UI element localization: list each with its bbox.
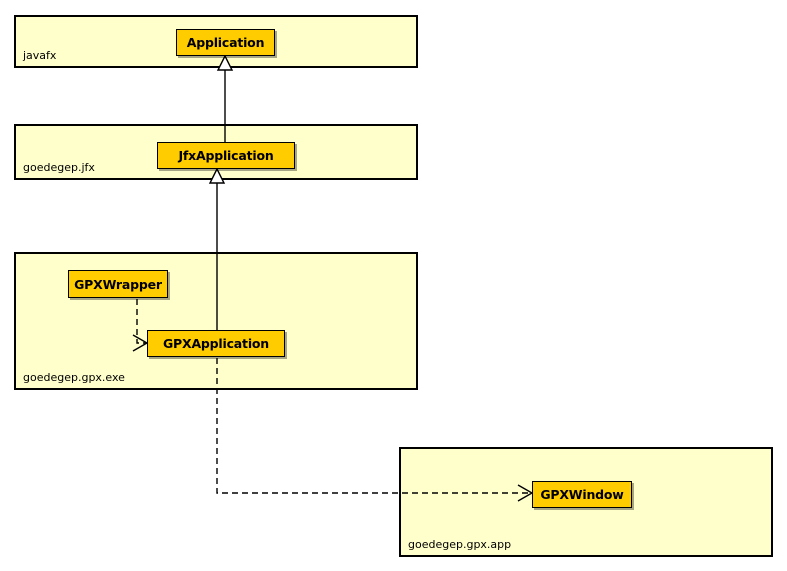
class-box-gpxwrapper[interactable]: GPXWrapper <box>68 270 168 298</box>
package-label-javafx: javafx <box>23 49 57 62</box>
class-name-application: Application <box>186 35 265 50</box>
class-box-application[interactable]: Application <box>176 29 275 56</box>
package-javafx[interactable]: javafx <box>14 15 418 68</box>
package-label-goedegep-jfx: goedegep.jfx <box>23 161 95 174</box>
class-name-gpxapplication: GPXApplication <box>163 336 269 351</box>
class-box-gpxwindow[interactable]: GPXWindow <box>532 481 632 508</box>
package-label-goedegep-gpx-app: goedegep.gpx.app <box>408 538 512 551</box>
class-box-jfxapplication[interactable]: JfxApplication <box>157 142 295 169</box>
class-name-gpxwindow: GPXWindow <box>540 487 624 502</box>
class-box-gpxapplication[interactable]: GPXApplication <box>147 330 285 357</box>
class-name-gpxwrapper: GPXWrapper <box>74 276 162 292</box>
class-name-jfxapplication: JfxApplication <box>178 148 274 163</box>
package-label-goedegep-gpx-exe: goedegep.gpx.exe <box>23 371 125 384</box>
